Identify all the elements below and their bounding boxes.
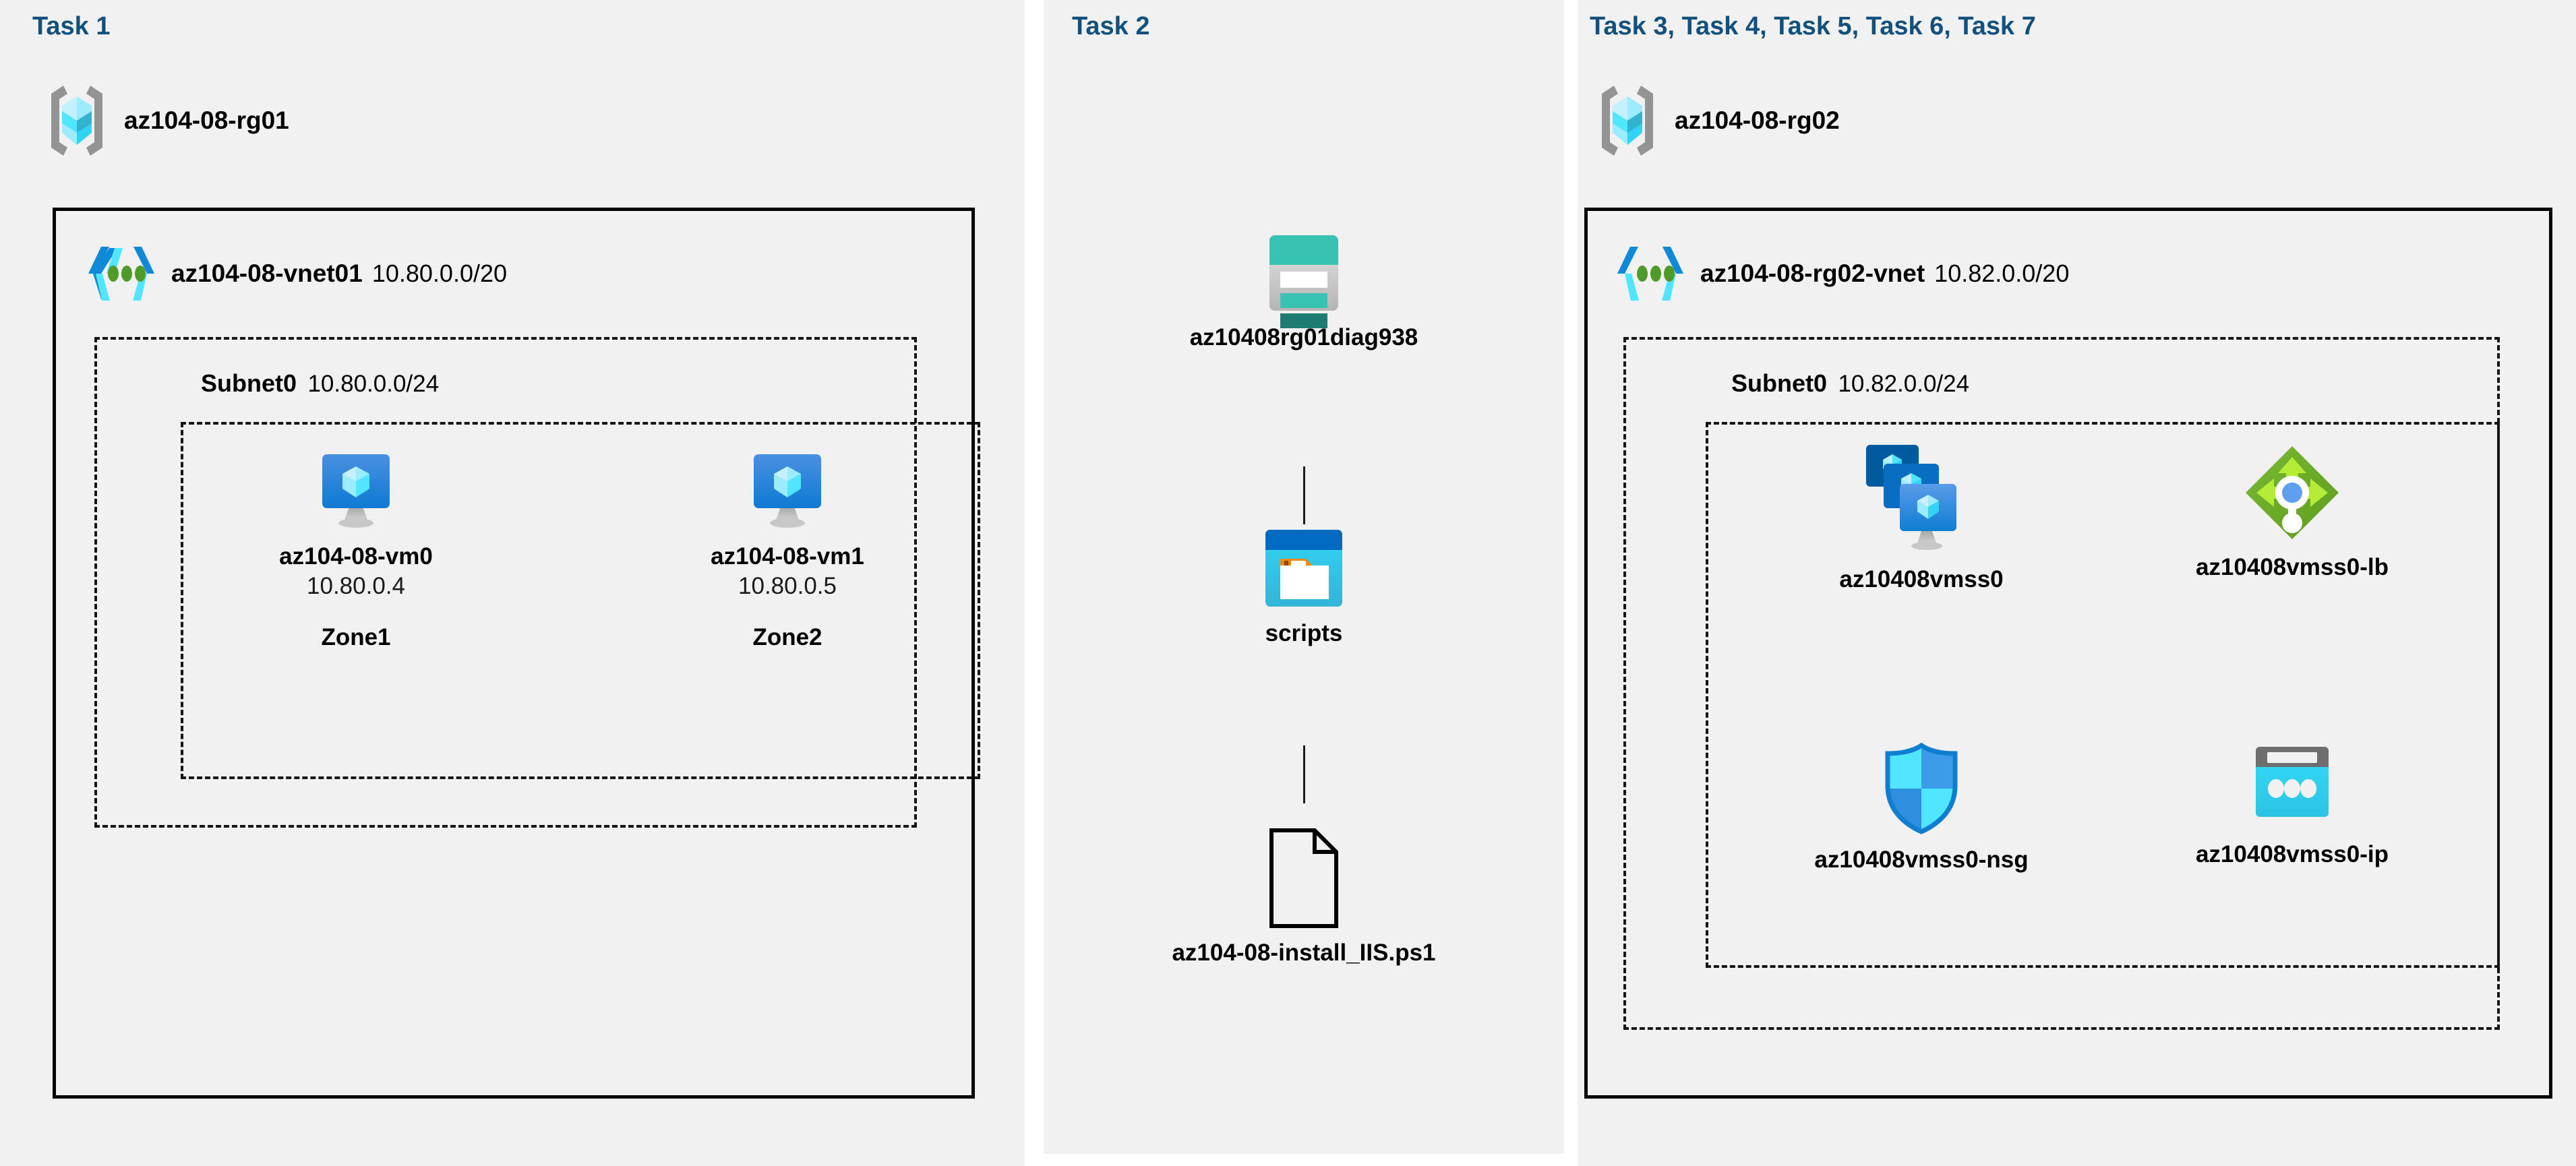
load-balancer-name: az10408vmss0-lb [2195, 554, 2389, 580]
virtual-network-icon [88, 241, 154, 306]
script-file-node[interactable]: az104-08-install_IIS.ps1 [1084, 828, 1524, 966]
nsg-node[interactable]: az10408vmss0-nsg [1773, 741, 2070, 873]
network-security-group-icon [1880, 741, 1963, 836]
vm-zone: Zone1 [321, 624, 391, 650]
load-balancer-icon [2242, 442, 2343, 543]
vnet-cidr: 10.82.0.0/20 [1934, 259, 2070, 287]
vnet-name: az104-08-rg02-vnet [1700, 259, 1925, 287]
subnet-cidr: 10.82.0.0/24 [1838, 371, 1970, 397]
panel-task-2: Task 2 az10408rg01diag938 [1044, 0, 1564, 1154]
storage-account-icon [1264, 233, 1344, 328]
resource-group-name: az104-08-rg01 [124, 106, 289, 134]
task-1-label: Task 1 [32, 12, 111, 40]
subnet-cidr: 10.80.0.0/24 [307, 371, 440, 397]
vmss-name: az10408vmss0 [1839, 566, 2004, 592]
vm-node-az104-08-vm0[interactable]: az104-08-vm0 10.80.0.4 Zone1 [256, 453, 456, 651]
blob-container-name: scripts [1265, 620, 1343, 646]
resource-group-icon [1598, 84, 1657, 157]
nsg-name: az10408vmss0-nsg [1814, 847, 2029, 873]
subnet-name: Subnet0 [1731, 369, 1828, 397]
vnet-header-rg02-vnet: az104-08-rg02-vnet 10.82.0.0/20 [1617, 241, 2070, 306]
task-2-label: Task 2 [1072, 12, 1150, 40]
blob-container-icon [1263, 527, 1345, 609]
resource-group-icon [47, 84, 107, 157]
public-ip-name: az10408vmss0-ip [2195, 841, 2389, 867]
panel-task-1: Task 1 az104-08-rg01 [0, 0, 1025, 1166]
connector-container-to-script [1303, 745, 1305, 803]
vm-name: az104-08-vm1 [711, 543, 864, 570]
vm-scale-set-icon [1865, 442, 1978, 555]
virtual-machine-icon [750, 453, 825, 532]
virtual-network-icon [1617, 241, 1683, 306]
storage-account-name: az10408rg01diag938 [1189, 324, 1418, 350]
vnet-boundary-vnet01 [53, 208, 975, 1099]
blob-container-node[interactable]: scripts [1209, 527, 1398, 647]
subnet-name: Subnet0 [201, 369, 297, 397]
resource-group-header-rg02: az104-08-rg02 [1598, 84, 1840, 157]
vnet-boundary-rg02-vnet [1584, 208, 2552, 1099]
resource-group-header-rg01: az104-08-rg01 [47, 84, 289, 157]
task-3-7-label: Task 3, Task 4, Task 5, Task 6, Task 7 [1590, 12, 2036, 40]
vnet-header-vnet01: az104-08-vnet01 10.80.0.0/20 [88, 241, 508, 306]
subnet-boundary-subnet0 [94, 337, 917, 828]
script-file-name: az104-08-install_IIS.ps1 [1172, 940, 1436, 966]
load-balancer-node[interactable]: az10408vmss0-lb [2144, 442, 2440, 581]
panel-task-3-7: Task 3, Task 4, Task 5, Task 6, Task 7 a… [1578, 0, 2576, 1166]
vm-zone: Zone2 [752, 624, 822, 650]
vm-name: az104-08-vm0 [279, 543, 433, 570]
vnet-cidr: 10.80.0.0/20 [371, 259, 508, 287]
vnet-name: az104-08-vnet01 [171, 259, 363, 287]
script-file-icon [1261, 828, 1347, 929]
subnet-resources-boundary [1706, 422, 2500, 968]
connector-storage-to-container [1303, 466, 1305, 524]
resource-group-name: az104-08-rg02 [1675, 106, 1840, 134]
storage-account-node[interactable]: az10408rg01diag938 [1088, 233, 1520, 351]
subnet-header-subnet0: Subnet0 10.80.0.0/24 [201, 369, 439, 398]
subnet-header-subnet0: Subnet0 10.82.0.0/24 [1731, 369, 1969, 398]
public-ip-address-icon [2245, 741, 2339, 830]
vm-node-az104-08-vm1[interactable]: az104-08-vm1 10.80.0.5 Zone2 [688, 453, 887, 651]
vm-ip-address: 10.80.0.5 [738, 573, 837, 599]
virtual-machine-icon [318, 453, 394, 532]
vm-ip-address: 10.80.0.4 [307, 573, 405, 599]
availability-zones-boundary [181, 422, 980, 779]
vmss-node[interactable]: az10408vmss0 [1773, 442, 2070, 593]
public-ip-node[interactable]: az10408vmss0-ip [2144, 741, 2440, 868]
